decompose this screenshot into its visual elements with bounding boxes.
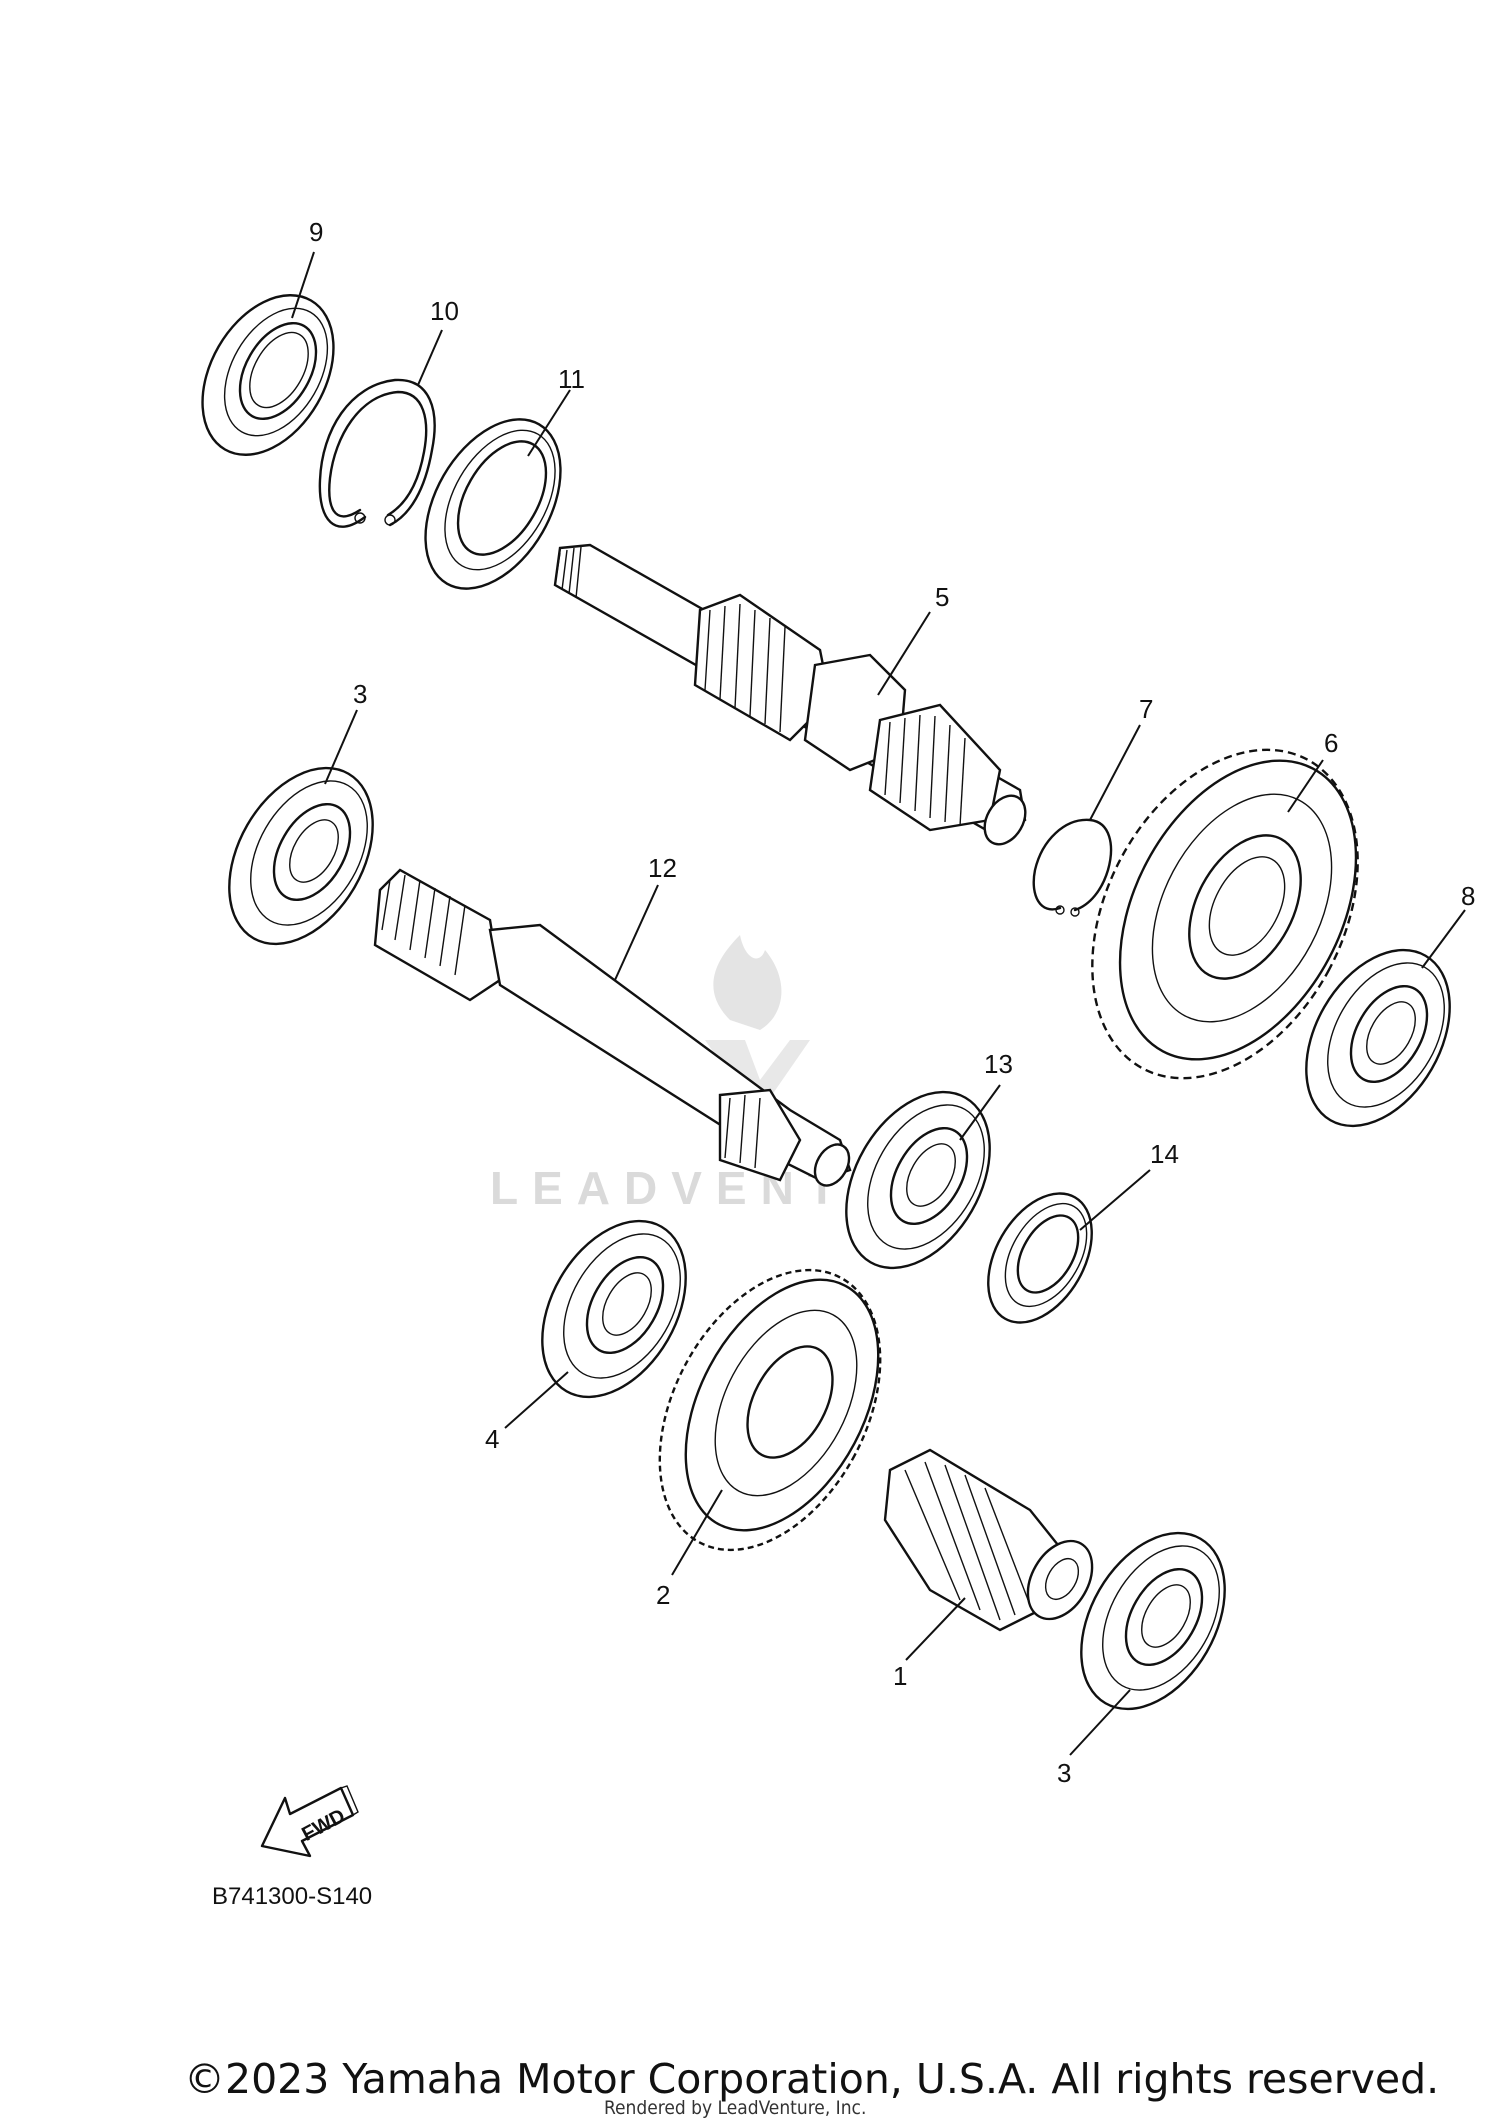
fwd-label: FWD xyxy=(298,1805,349,1846)
leader-lines xyxy=(291,251,1466,1756)
label-10: 10 xyxy=(430,296,459,326)
part-1-pinion-gear xyxy=(883,1448,1094,1632)
part-13-bearing xyxy=(845,1090,991,1270)
lv-logo xyxy=(705,1040,810,1105)
part-3-bearing-lower xyxy=(1080,1531,1226,1711)
fwd-arrow: FWD xyxy=(260,1785,359,1858)
leader-1 xyxy=(905,1597,966,1661)
copyright-notice: ©2023 Yamaha Motor Corporation, U.S.A. A… xyxy=(184,2055,1439,2103)
leader-11 xyxy=(527,389,571,457)
leader-7 xyxy=(1089,724,1141,821)
part-12-drive-axle xyxy=(373,868,852,1187)
label-9: 9 xyxy=(309,217,323,247)
leader-3-lower xyxy=(1069,1689,1131,1756)
label-11: 11 xyxy=(558,364,585,394)
label-1: 1 xyxy=(893,1661,907,1691)
part-10-circlip xyxy=(318,378,436,528)
label-4: 4 xyxy=(485,1424,499,1454)
leader-4 xyxy=(504,1371,569,1429)
leader-3-upper xyxy=(324,709,358,785)
part-4-bearing xyxy=(541,1219,687,1399)
label-3-upper: 3 xyxy=(353,679,367,709)
part-11-oil-seal xyxy=(424,418,562,590)
part-numbers: 9 10 11 5 7 6 8 3 12 13 14 4 2 1 3 xyxy=(309,217,1475,1788)
part-8-bearing xyxy=(1305,948,1451,1128)
rendered-by-notice: Rendered by LeadVenture, Inc. xyxy=(604,2097,866,2119)
part-6-large-gear xyxy=(1091,748,1359,1080)
leader-5 xyxy=(877,611,931,696)
label-2: 2 xyxy=(656,1580,670,1610)
part-2-gear xyxy=(658,1268,882,1552)
diagram-code: B741300-S140 xyxy=(212,1883,372,1910)
fwd-arrow-icon xyxy=(260,1786,355,1858)
label-6: 6 xyxy=(1324,728,1338,758)
leader-13 xyxy=(959,1084,1001,1141)
label-7: 7 xyxy=(1139,694,1153,724)
label-12: 12 xyxy=(648,853,677,883)
label-14: 14 xyxy=(1150,1139,1179,1169)
part-3-bearing-upper xyxy=(228,766,374,946)
part-5-main-shaft xyxy=(553,543,1027,846)
part-9-oil-seal xyxy=(201,294,335,456)
leader-2 xyxy=(671,1489,723,1576)
leader-8 xyxy=(1421,909,1466,969)
label-8: 8 xyxy=(1461,881,1475,911)
part-14-oil-seal xyxy=(987,1192,1093,1324)
flame-logo xyxy=(713,935,782,1030)
label-5: 5 xyxy=(935,582,949,612)
leader-14 xyxy=(1079,1169,1151,1231)
label-3-lower: 3 xyxy=(1057,1758,1071,1788)
part-7-circlip xyxy=(1032,818,1113,917)
leader-10 xyxy=(417,329,443,386)
leader-12 xyxy=(614,884,659,981)
leader-6 xyxy=(1287,759,1324,813)
leader-9 xyxy=(291,251,315,319)
label-13: 13 xyxy=(984,1049,1013,1079)
